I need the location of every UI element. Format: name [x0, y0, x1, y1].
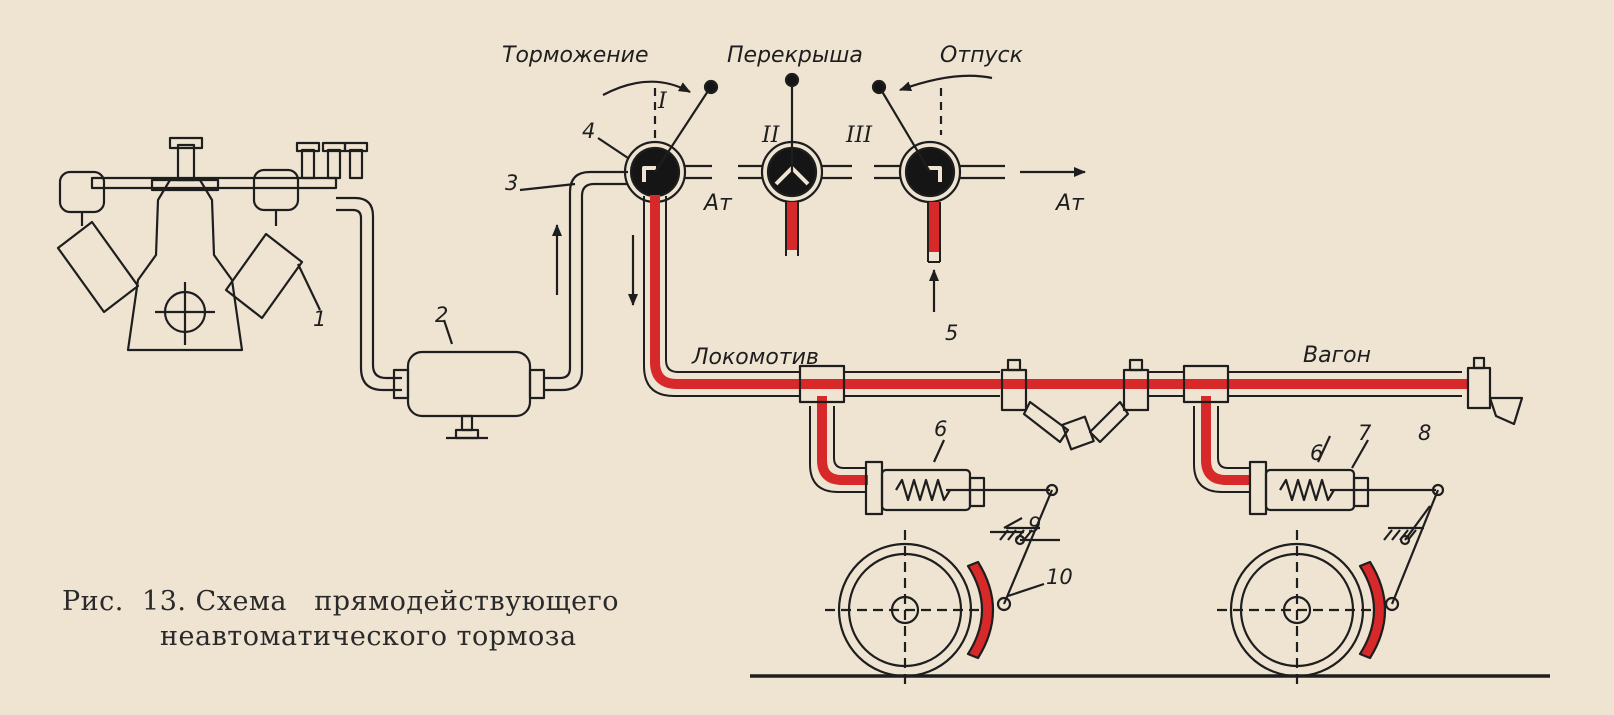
atmosphere-label-1: Ат [702, 191, 733, 216]
part-number-6-locomotive: 6 [934, 417, 947, 441]
wagon-end-cock [1466, 356, 1524, 426]
part-number-5: 5 [945, 321, 958, 345]
part-number-2: 2 [435, 303, 448, 327]
brake-pipe-red [643, 195, 1468, 493]
roman-i: I [657, 89, 668, 114]
figure-caption: Рис. 13. Схема прямодействующего неавтом… [62, 586, 619, 652]
supply-pipe-right [519, 170, 628, 392]
caption-line-1: Рис. 13. Схема прямодействующего [62, 586, 619, 617]
roman-iii: III [845, 123, 873, 148]
part-number-6-wagon: 6 [1310, 441, 1323, 465]
part-number-8: 8 [1418, 421, 1431, 445]
part-numbers: 1 2 3 4 5 6 6 7 8 9 10 [313, 119, 1431, 589]
locomotive-wheel [825, 530, 994, 690]
drivers-valve-braking [597, 79, 719, 204]
part-number-3: 3 [505, 171, 518, 195]
wagon-tee [1182, 364, 1230, 404]
part-number-9: 9 [1028, 513, 1041, 537]
supply-pipe-left [336, 196, 402, 392]
drivers-valve-lap [738, 72, 852, 204]
valve-position-labels: Торможение Перекрыша Отпуск I II III [502, 43, 1024, 148]
part-number-10: 10 [1046, 565, 1073, 589]
label-release: Отпуск [940, 43, 1024, 68]
part-number-4: 4 [582, 119, 595, 143]
label-braking: Торможение [502, 43, 649, 68]
locomotive-brake-cylinder [864, 439, 1060, 612]
wagon-brake-cylinder [1248, 435, 1445, 612]
caption-line-2: неавтоматического тормоза [160, 621, 577, 652]
label-lap: Перекрыша [727, 43, 863, 68]
atmosphere-label-2: Ат [1054, 191, 1085, 216]
hose-coupling [1000, 358, 1150, 451]
compressor [56, 136, 369, 352]
label-locomotive: Локомотив [691, 345, 819, 370]
roman-ii: II [761, 123, 781, 148]
locomotive-tee [798, 364, 846, 404]
part-number-1: 1 [313, 307, 326, 331]
drivers-valve-release [871, 74, 1086, 204]
main-reservoir [392, 319, 546, 440]
label-wagon: Вагон [1303, 343, 1371, 368]
part-number-7: 7 [1358, 421, 1372, 445]
wagon-wheel [1217, 530, 1386, 690]
